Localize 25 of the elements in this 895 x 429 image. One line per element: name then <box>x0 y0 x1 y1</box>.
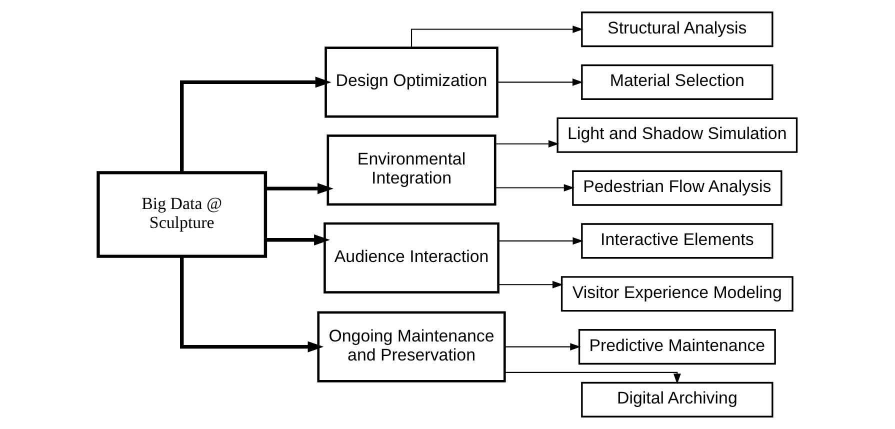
arrow <box>495 184 574 192</box>
arrow <box>504 372 681 384</box>
node-box: Material Selection <box>581 64 774 100</box>
arrow <box>498 280 564 288</box>
node-box: Environmental Integration <box>326 134 496 206</box>
node-box: Light and Shadow Simulation <box>556 117 798 153</box>
arrow <box>180 256 324 352</box>
arrow <box>498 237 584 245</box>
arrow <box>180 76 332 173</box>
node-box: Interactive Elements <box>581 223 774 259</box>
node-box: Visitor Experience Modeling <box>560 276 794 312</box>
arrow <box>495 140 560 148</box>
arrow <box>266 234 330 246</box>
node-box: Predictive Maintenance <box>578 329 776 365</box>
arrow <box>504 343 581 350</box>
node-box: Digital Archiving <box>581 382 774 418</box>
arrow <box>410 26 584 48</box>
node-box: Ongoing Maintenance and Preservation <box>317 311 506 382</box>
arrow <box>266 183 334 194</box>
arrow <box>497 78 584 86</box>
node-box: Audience Interaction <box>324 222 500 294</box>
node-box: Pedestrian Flow Analysis <box>572 170 782 206</box>
node-box: Big Data @ Sculpture <box>96 171 268 258</box>
node-box: Design Optimization <box>324 46 498 118</box>
node-box: Structural Analysis <box>581 12 774 48</box>
